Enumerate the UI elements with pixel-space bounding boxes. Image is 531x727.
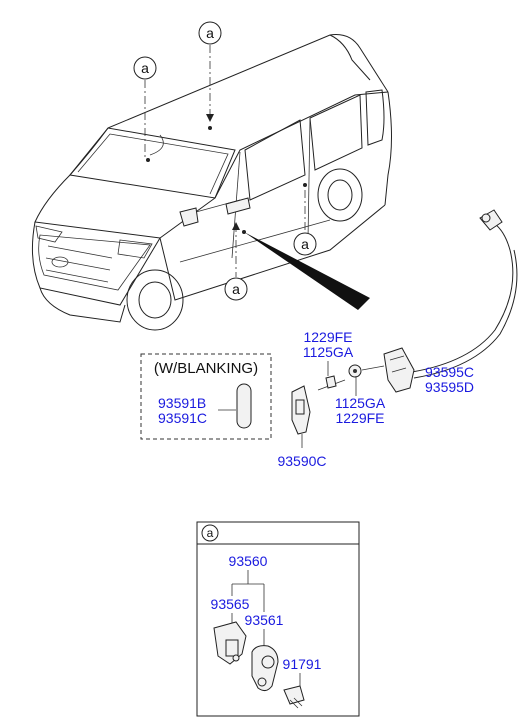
- blanking-box: (W/BLANKING) 93591B 93591C: [140, 353, 272, 440]
- detail-box-a: a 93560 93565 93561 91791: [196, 521, 360, 717]
- part-label-91791: 91791: [283, 656, 322, 672]
- callout-letter: a: [206, 25, 214, 41]
- callout-letter: a: [301, 236, 309, 252]
- part-label-1125ga-top: 1125GA: [303, 344, 354, 360]
- switch-body-93565: [213, 621, 247, 665]
- part-label-93591b: 93591B: [158, 395, 206, 411]
- part-label-93590c: 93590C: [277, 453, 326, 469]
- screw-1125ga: [348, 364, 385, 378]
- leader-wedge: [244, 232, 370, 310]
- part-label-93595d: 93595D: [425, 379, 474, 395]
- callout-a-door: a: [224, 222, 248, 301]
- part-label-93560: 93560: [229, 553, 268, 569]
- part-label-1229fe-top: 1229FE: [303, 329, 352, 345]
- callout-letter: a: [141, 60, 149, 76]
- blanking-title: (W/BLANKING): [154, 360, 258, 377]
- callout-a-side: a: [293, 190, 317, 256]
- part-label-93561: 93561: [245, 612, 284, 628]
- rubber-boot-93561: [251, 645, 279, 692]
- van-illustration: [31, 34, 392, 331]
- switch-93590c: [291, 385, 311, 448]
- part-label-93565: 93565: [211, 596, 250, 612]
- callout-a-roof-left: a: [133, 56, 157, 158]
- callout-a-roof-right: a: [198, 21, 222, 122]
- cable-harness: [383, 209, 518, 393]
- part-label-1125ga-bottom: 1125GA: [335, 395, 386, 411]
- part-label-93595c: 93595C: [425, 364, 474, 380]
- blanking-plate: [236, 383, 252, 429]
- part-label-1229fe-bottom: 1229FE: [335, 410, 384, 426]
- part-label-93591c: 93591C: [158, 410, 207, 426]
- screw-91791: [283, 685, 305, 709]
- bolt-1229fe: [317, 375, 346, 391]
- callout-letter: a: [232, 281, 240, 297]
- detail-box-label: a: [207, 526, 214, 540]
